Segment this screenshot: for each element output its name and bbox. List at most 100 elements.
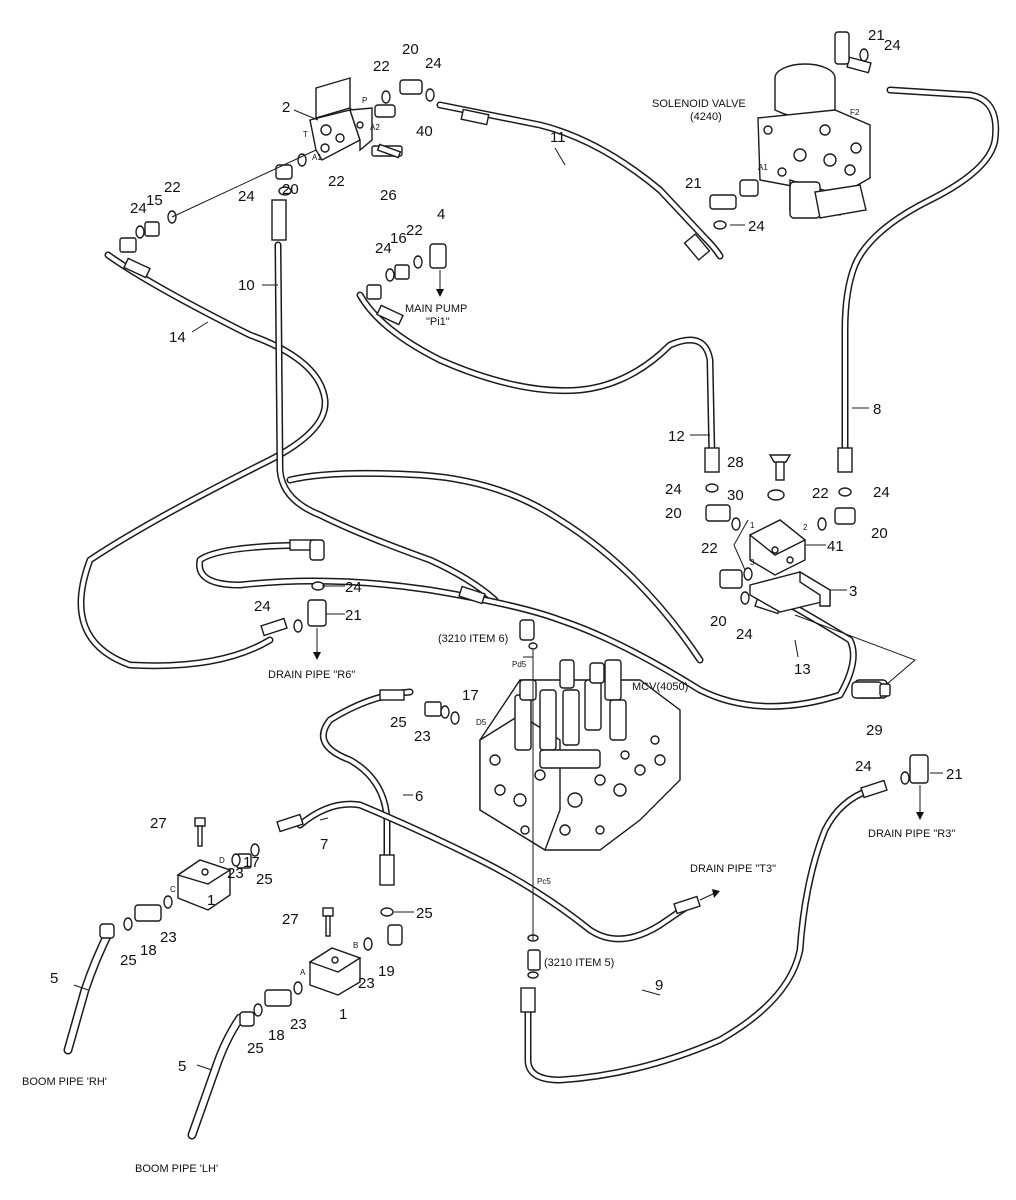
callout-5: 5 [178,1058,186,1075]
callout-16: 16 [390,230,407,247]
note-drain-t3: DRAIN PIPE "T3" [690,863,776,875]
callout-17: 17 [462,687,479,704]
callout-21: 21 [685,175,702,192]
o-rings [123,48,910,1017]
callout-24: 24 [425,55,442,72]
callout-20: 20 [871,525,888,542]
port-2: 2 [803,523,808,532]
callout-22: 22 [812,485,829,502]
mcv-4050 [479,659,681,852]
callout-4: 4 [437,206,445,223]
bracket-3 [749,570,831,613]
note-solenoid-valve-code: (4240) [690,111,722,123]
port-d5: D5 [476,718,487,727]
callout-7: 7 [320,836,328,853]
callout-25: 25 [247,1040,264,1057]
note-main-pump: MAIN PUMP [405,303,467,315]
note-item6: (3210 ITEM 6) [438,633,508,645]
callout-1: 1 [339,1006,347,1023]
callout-6: 6 [415,788,423,805]
callout-13: 13 [794,661,811,678]
callout-12: 12 [668,428,685,445]
fitting-hose-end [123,56,888,1013]
callout-41: 41 [827,538,844,555]
note-solenoid-valve: SOLENOID VALVE [652,98,746,110]
port-a1: A1 [312,153,322,162]
pipe-loop-upper [286,469,704,664]
callout-25: 25 [256,871,273,888]
callout-21: 21 [946,766,963,783]
callouts: 2 22 20 24 40 26 22 20 24 24 15 22 11 21… [50,27,963,1075]
block-41 [748,519,807,576]
callout-3: 3 [849,583,857,600]
port-b: B [353,941,358,950]
pipe-13 [794,614,916,691]
callout-23: 23 [290,1016,307,1033]
callout-27: 27 [282,911,299,928]
callout-1: 1 [207,892,215,909]
callout-14: 14 [169,329,186,346]
callout-9: 9 [655,977,663,994]
callout-26: 26 [380,187,397,204]
note-main-pump-port: "Pi1" [426,316,450,328]
callout-20: 20 [402,41,419,58]
callout-23: 23 [227,865,244,882]
hoses [63,925,245,1140]
callout-24: 24 [375,240,392,257]
valve-block-2 [309,77,373,161]
callout-18: 18 [140,942,157,959]
port-pc5: Pc5 [537,877,551,886]
port-f2: F2 [850,108,860,117]
callout-21: 21 [868,27,885,44]
callout-15: 15 [146,192,163,209]
pipe-12 [356,291,716,464]
note-drain-r6: DRAIN PIPE "R6" [268,669,355,681]
port-t: T [303,130,308,139]
callout-30: 30 [727,487,744,504]
callout-22: 22 [164,179,181,196]
callout-24: 24 [238,188,255,205]
port-p: P [362,96,367,105]
callout-24: 24 [665,481,682,498]
callout-22: 22 [328,173,345,190]
callout-19: 19 [378,963,395,980]
callout-24: 24 [855,758,872,775]
callout-22: 22 [373,58,390,75]
callout-24: 24 [873,484,890,501]
port-a1-solenoid: A1 [758,163,768,172]
fittings [99,31,929,1027]
note-drain-r3: DRAIN PIPE "R3" [868,828,955,840]
port-pd5: Pd5 [512,660,527,669]
fitting-adapters [119,221,541,1007]
callout-5: 5 [50,970,58,987]
callout-25: 25 [390,714,407,731]
callout-2: 2 [282,99,290,116]
pipe-11 [436,101,724,260]
callout-21: 21 [345,607,362,624]
port-c: C [170,885,176,894]
callout-8: 8 [873,401,881,418]
callout-24: 24 [748,218,765,235]
solenoid-valve-4240 [757,63,871,219]
drain-arrows [313,270,924,901]
note-item5: (3210 ITEM 5) [544,957,614,969]
callout-23: 23 [160,929,177,946]
block-1-lower [308,947,362,996]
port-3: 3 [750,558,755,567]
callout-25: 25 [416,905,433,922]
callout-24: 24 [130,200,147,217]
callout-29: 29 [866,722,883,739]
leader-lines [73,109,943,1071]
callout-10: 10 [238,277,255,294]
check-valve-29 [851,681,891,699]
callout-22: 22 [406,222,423,239]
callout-23: 23 [358,975,375,992]
port-a2: A2 [370,123,380,132]
callout-28: 28 [727,454,744,471]
callout-22: 22 [701,540,718,557]
notes: SOLENOID VALVE (4240) MAIN PUMP "Pi1" DR… [22,98,955,1175]
callout-11: 11 [550,129,566,146]
callout-18: 18 [268,1027,285,1044]
port-a: A [300,968,306,977]
